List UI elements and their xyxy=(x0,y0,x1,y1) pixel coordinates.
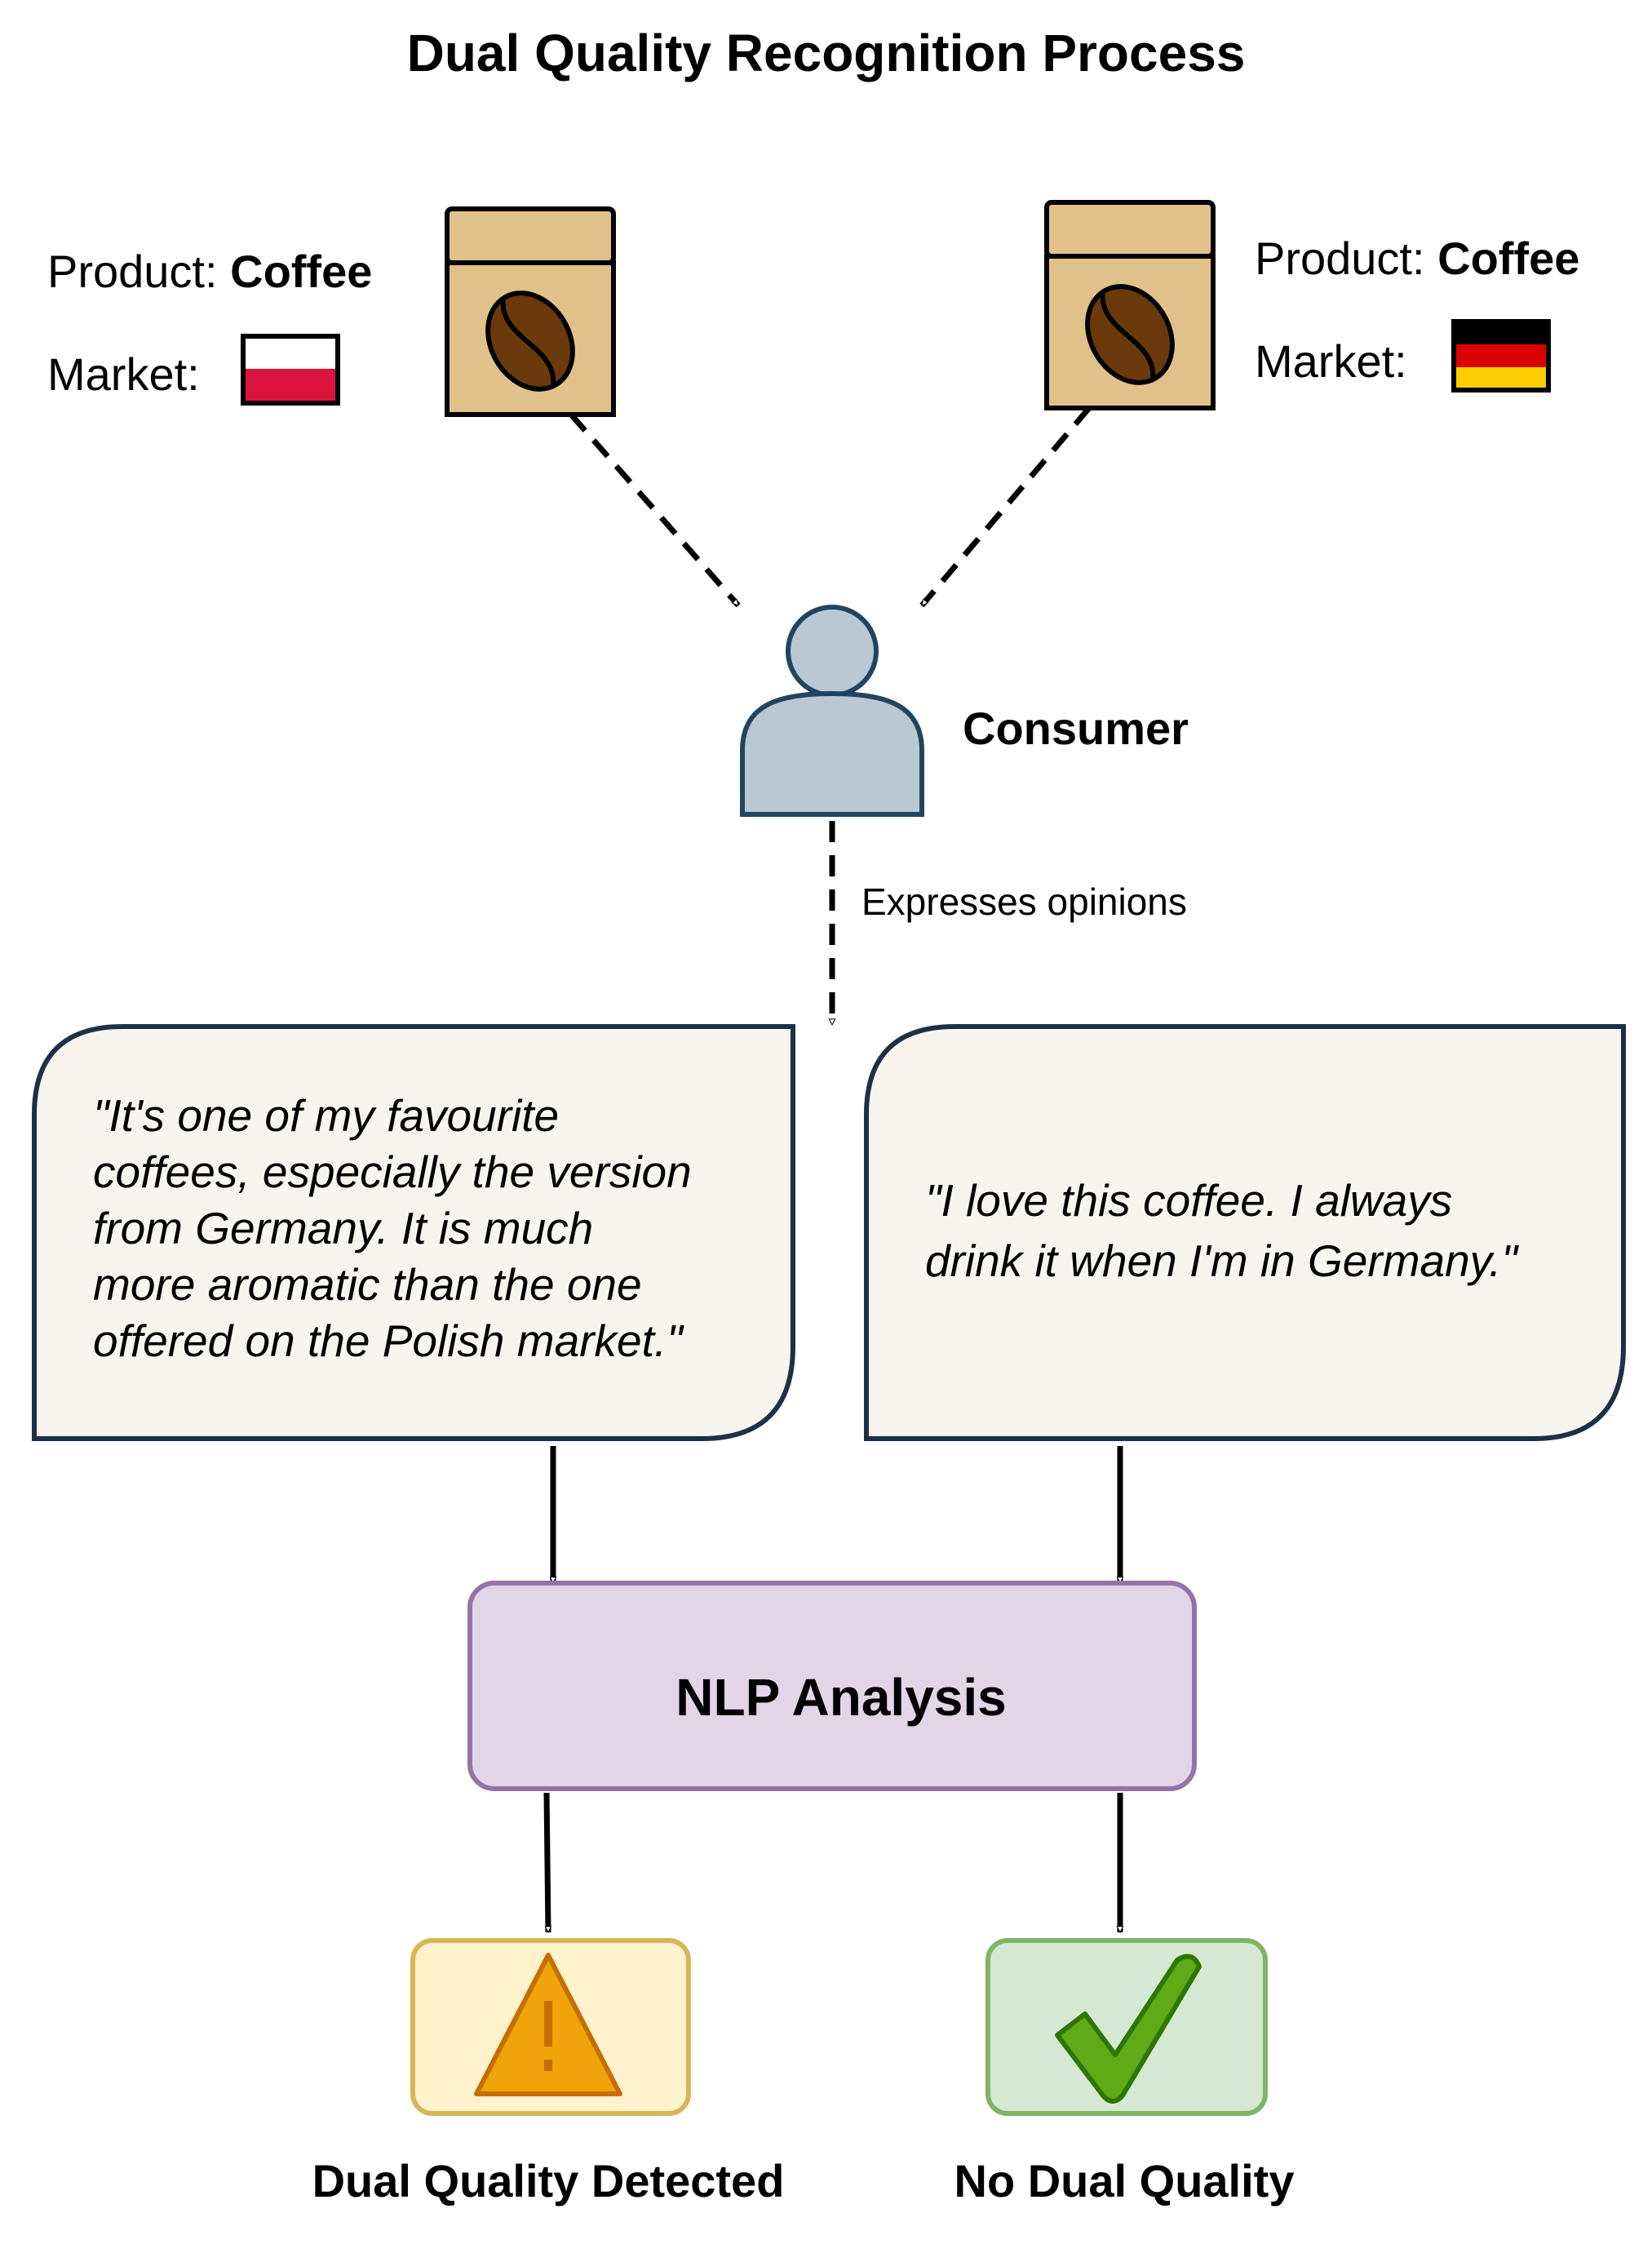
germany-flag-icon xyxy=(1451,319,1551,393)
dual-quality-detected-label: Dual Quality Detected xyxy=(312,2155,785,2207)
nlp-analysis-box xyxy=(467,1581,1197,1791)
opinion-line: more aromatic than the one xyxy=(93,1259,642,1310)
consumer-label: Consumer xyxy=(963,703,1189,754)
expresses-opinions-label: Expresses opinions xyxy=(861,880,1187,923)
opinion-line: from Germany. It is much xyxy=(93,1203,594,1253)
no-dual-quality-label: No Dual Quality xyxy=(954,2155,1295,2207)
left-product-name: Coffee xyxy=(230,246,373,297)
right-product-line: Product: Coffee xyxy=(1255,232,1579,285)
coffee-bag-right-icon xyxy=(1044,200,1216,410)
edge-nlp-to-dual-quality xyxy=(543,1792,548,1932)
opinion-bubble-right xyxy=(864,1024,1626,1441)
left-product-line: Product: Coffee xyxy=(47,245,372,298)
opinion-text-left: "It's one of my favourite coffees, espec… xyxy=(93,1088,692,1369)
warning-icon xyxy=(474,1953,622,2096)
left-product-label: Product: xyxy=(47,246,218,297)
opinion-text-right: "I love this coffee. I always drink it w… xyxy=(925,1170,1517,1291)
coffee-bean-icon xyxy=(1085,284,1175,385)
coffee-bean-icon xyxy=(485,291,575,392)
page-title: Dual Quality Recognition Process xyxy=(406,24,1246,82)
person-icon xyxy=(740,605,924,817)
right-product-name: Coffee xyxy=(1437,233,1580,284)
checkmark-icon xyxy=(1055,1954,1202,2104)
poland-flag-icon xyxy=(241,334,340,406)
left-market-label: Market: xyxy=(47,348,200,400)
edge-left-bag-to-consumer xyxy=(569,412,741,608)
no-dual-quality-box xyxy=(985,1938,1268,2116)
opinion-line: coffees, especially the version xyxy=(93,1147,692,1197)
right-product-label: Product: xyxy=(1255,233,1425,284)
opinion-line: drink it when I'm in Germany." xyxy=(925,1235,1517,1286)
nlp-analysis-label: NLP Analysis xyxy=(675,1668,1007,1727)
coffee-bag-left-icon xyxy=(445,206,616,417)
opinion-line: "I love this coffee. I always xyxy=(925,1175,1453,1226)
opinion-bubble-left xyxy=(32,1024,795,1441)
opinion-line: offered on the Polish market." xyxy=(93,1315,683,1366)
edge-right-bag-to-consumer xyxy=(919,406,1092,608)
right-market-label: Market: xyxy=(1255,335,1407,387)
opinion-line: "It's one of my favourite xyxy=(93,1090,560,1141)
dual-quality-detected-box xyxy=(410,1938,691,2116)
